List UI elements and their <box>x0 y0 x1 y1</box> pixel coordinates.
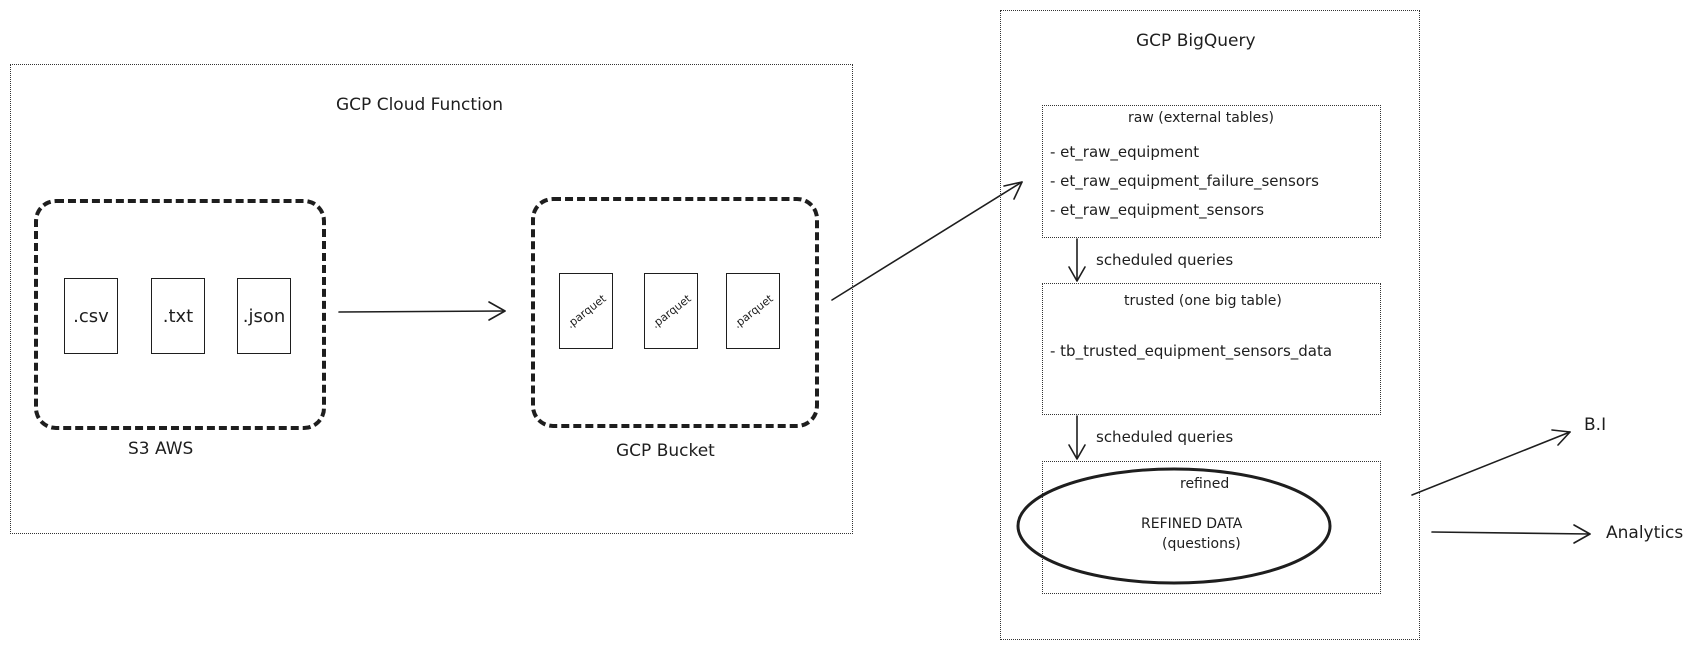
parquet-file-icon: .parquet <box>726 273 780 349</box>
txt-file-icon: .txt <box>151 278 205 354</box>
refined-to-analytics-arrow <box>1431 531 1591 535</box>
raw-layer-box <box>1042 105 1381 238</box>
refined-data-ellipse <box>1016 467 1332 585</box>
analytics-output-label: Analytics <box>1606 523 1684 543</box>
s3-aws-group <box>34 199 326 430</box>
s3-to-bucket-arrow <box>338 310 506 313</box>
cloud-function-title: GCP Cloud Function <box>336 95 503 115</box>
bucket-to-raw-arrow <box>831 181 1023 301</box>
trusted-table-item: - tb_trusted_equipment_sensors_data <box>1050 342 1333 360</box>
json-file-icon: .json <box>237 278 291 354</box>
refined-layer-box <box>1042 461 1381 594</box>
s3-aws-label: S3 AWS <box>128 439 194 459</box>
parquet-file-icon: .parquet <box>644 273 698 349</box>
bigquery-container <box>1000 10 1420 640</box>
bigquery-title: GCP BigQuery <box>1136 31 1256 51</box>
gcp-bucket-group <box>531 197 819 428</box>
gcp-bucket-label: GCP Bucket <box>616 441 715 461</box>
trusted-layer-box <box>1042 283 1381 415</box>
raw-layer-title: raw (external tables) <box>1128 110 1274 126</box>
parquet-file-icon: .parquet <box>559 273 613 349</box>
csv-file-icon: .csv <box>64 278 118 354</box>
refined-data-label: REFINED DATA <box>1141 516 1243 532</box>
raw-table-item: - et_raw_equipment <box>1050 143 1200 161</box>
refined-to-bi-arrow <box>1411 431 1571 496</box>
cloud-function-container <box>10 64 853 534</box>
scheduled-queries-label: scheduled queries <box>1096 428 1234 446</box>
raw-table-item: - et_raw_equipment_sensors <box>1050 201 1265 219</box>
trusted-layer-title: trusted (one big table) <box>1124 293 1282 309</box>
scheduled-queries-label: scheduled queries <box>1096 251 1234 269</box>
bi-output-label: B.I <box>1584 415 1607 435</box>
raw-table-item: - et_raw_equipment_failure_sensors <box>1050 172 1319 190</box>
refined-layer-title: refined <box>1180 476 1230 492</box>
refined-questions-label: (questions) <box>1162 536 1241 552</box>
